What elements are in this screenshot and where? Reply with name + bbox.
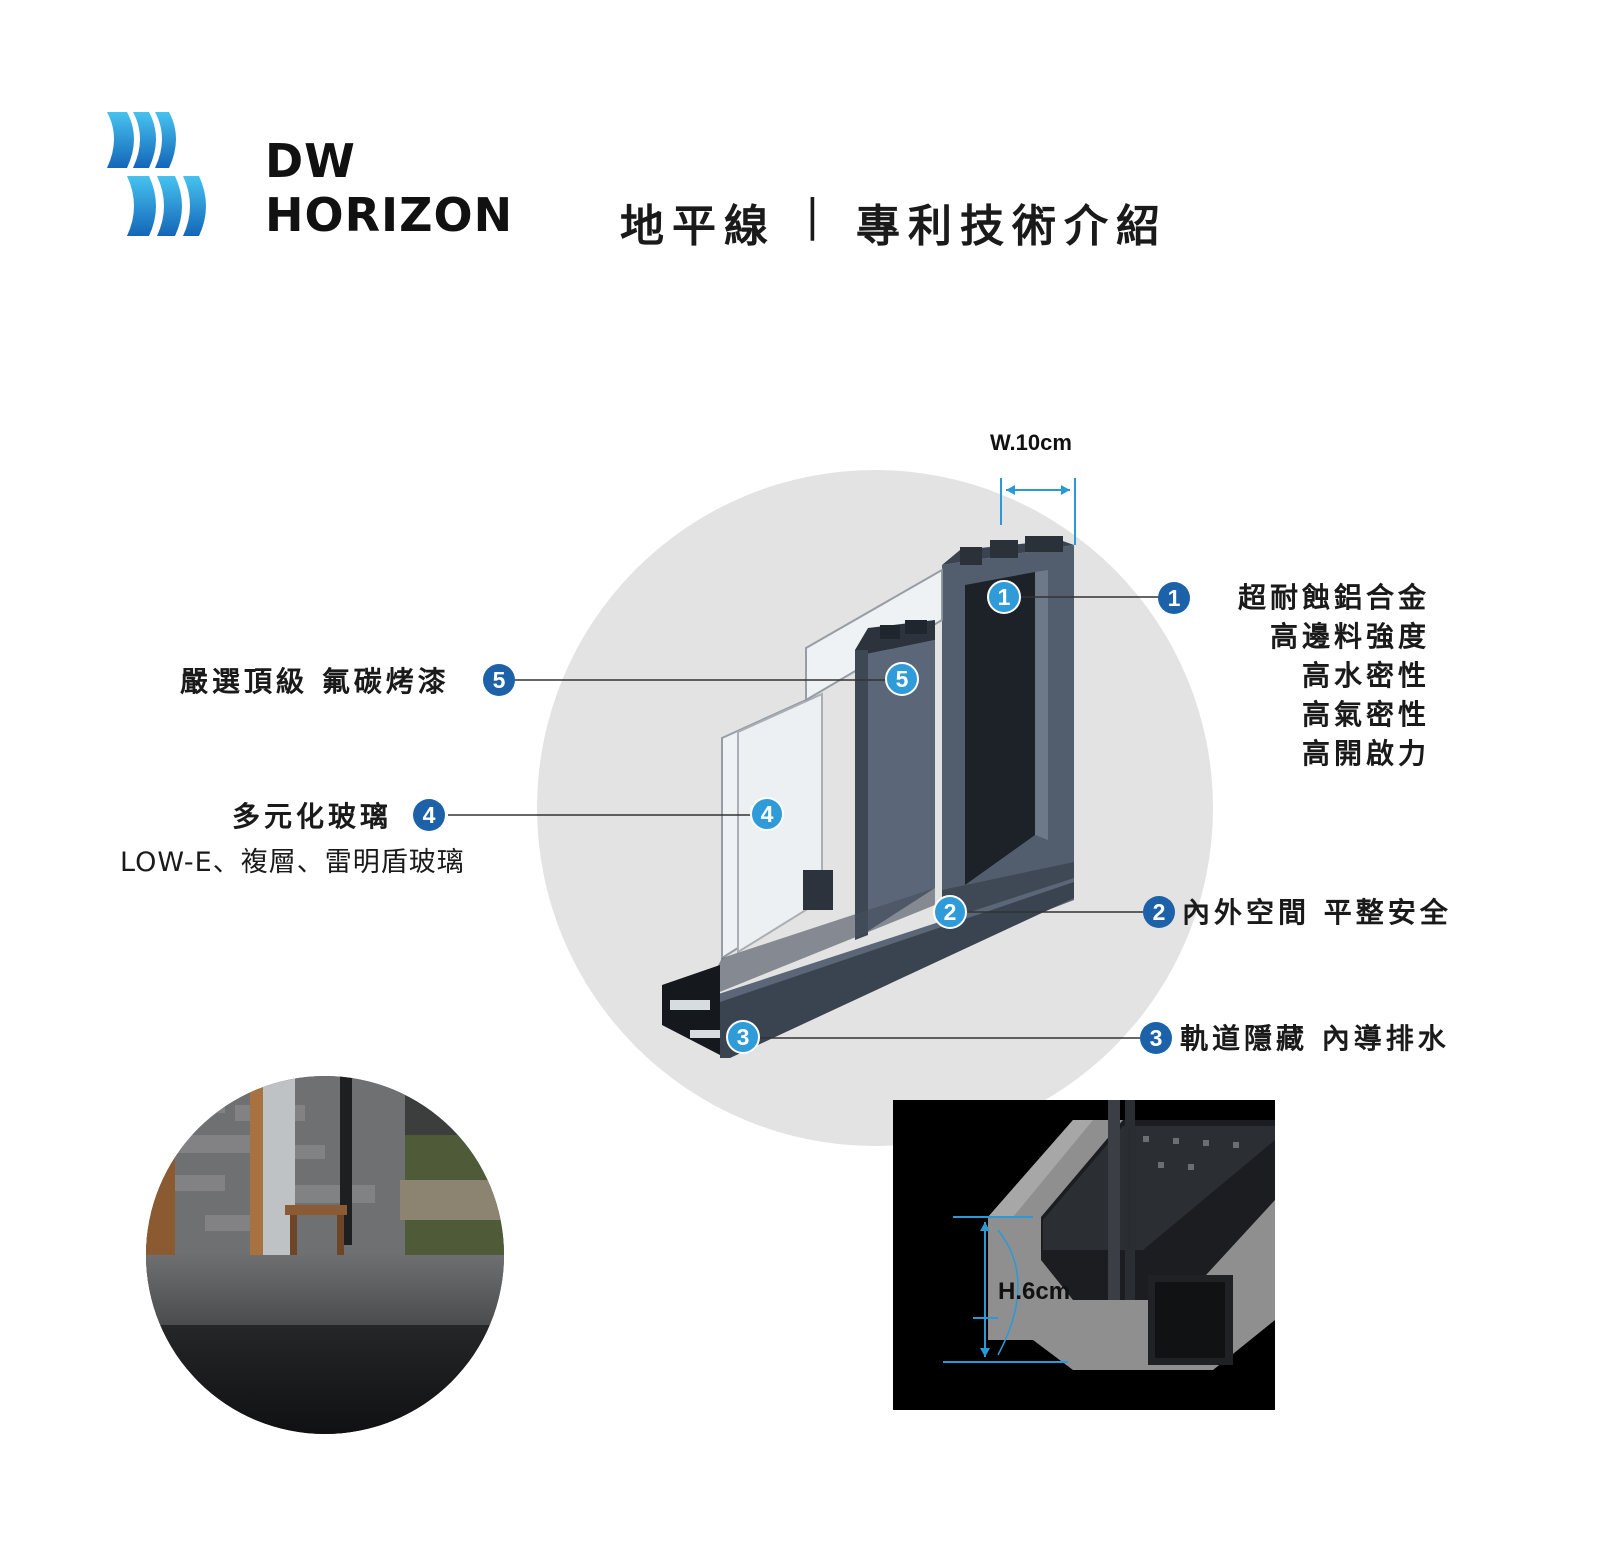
bottom-track — [662, 882, 1074, 1058]
callout-badge-3: 3 — [1140, 1022, 1172, 1054]
callout-1-line: 高邊料強度 — [1269, 620, 1430, 653]
callout-1-line: 超耐蝕鋁合金 — [1237, 581, 1430, 614]
callout-4-text: 多元化玻璃 — [232, 800, 393, 833]
callout-4-subtext: LOW-E、複層、雷明盾玻璃 — [120, 847, 465, 878]
callout-2-text: 內外空間 平整安全 — [1182, 896, 1452, 929]
diagram-badge-3: 3 — [726, 1020, 760, 1054]
page-title: 專利技術介紹 — [856, 201, 1168, 252]
callout-1-line: 高開啟力 — [1301, 737, 1430, 770]
callout-badge-5: 5 — [483, 664, 515, 696]
brand-line1: DW — [265, 134, 356, 188]
callout-3-text: 軌道隱藏 內導排水 — [1180, 1022, 1450, 1055]
callout-badge-2: 2 — [1143, 896, 1175, 928]
outer-sash — [942, 536, 1074, 955]
dw-horizon-logo-icon — [107, 112, 206, 236]
callout-1-text: 超耐蝕鋁合金 高邊料強度 高水密性 高氣密性 高開啟力 — [1200, 578, 1430, 773]
callout-badge-4: 4 — [413, 799, 445, 831]
callout-1-line: 高水密性 — [1301, 659, 1430, 692]
diagram-badge-2: 2 — [933, 895, 967, 929]
diagram-badge-5: 5 — [885, 662, 919, 696]
product-name: 地平線 — [620, 201, 776, 252]
callout-5-text: 嚴選頂級 氟碳烤漆 — [180, 665, 450, 698]
diagram-badge-1: 1 — [987, 580, 1021, 614]
width-dimension-label: W.10cm — [990, 430, 1072, 455]
callout-1-line: 高氣密性 — [1301, 698, 1430, 731]
threshold-detail — [893, 1100, 1275, 1410]
title-separator: | — [805, 190, 828, 241]
callout-badge-1: 1 — [1158, 582, 1190, 614]
height-dimension-label: H.6cm — [998, 1278, 1071, 1305]
interior-photo — [146, 1076, 504, 1434]
diagram-badge-4: 4 — [750, 797, 784, 831]
brand-line2: HORIZON — [265, 188, 514, 242]
